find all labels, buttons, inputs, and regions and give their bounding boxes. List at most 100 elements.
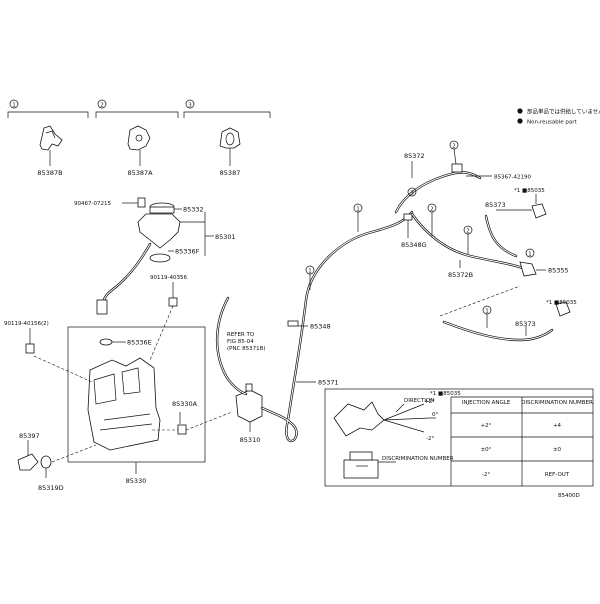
label-90119-40356: 90119-40356	[150, 275, 187, 281]
bolt-icon	[168, 297, 178, 307]
inlet-assembly: 90467-07215 85332 85301 85336F	[74, 197, 236, 315]
hose-85372B	[410, 212, 530, 272]
check-valve-icon	[519, 261, 537, 277]
label-85310: 85310	[240, 436, 261, 444]
joint-icon	[287, 320, 299, 327]
upper-hose: 85372 2 85367-42190 3 85348G 2 2 85372B …	[394, 140, 569, 279]
table-header-discrimination: DISCRIMINATION NUMBER	[521, 400, 593, 406]
grommet-icon	[177, 424, 187, 435]
part-label-85387B: 85387B	[37, 169, 62, 177]
table-header-injection-angle: INJECTION ANGLE	[462, 400, 511, 406]
callout-2: 2	[430, 207, 434, 213]
hose-85371	[260, 210, 414, 443]
bolt-icon	[25, 343, 35, 354]
group-number: 3	[188, 103, 192, 109]
joint-icon	[403, 213, 413, 221]
table-cell: +4	[553, 423, 562, 429]
non-reusable-dot-icon	[517, 118, 523, 124]
label-85035-lower: *1 ■85035	[546, 300, 577, 306]
label-85397: 85397	[19, 432, 40, 440]
detail-frame	[324, 388, 594, 487]
callout-circle	[407, 187, 417, 197]
group-bracket	[183, 111, 271, 118]
lower-hose: 1 *1 ■85035 85373	[439, 285, 577, 342]
clip-85387A-icon	[127, 125, 151, 151]
tank-frame	[67, 326, 206, 463]
label-85301: 85301	[215, 233, 236, 241]
group-bracket	[7, 111, 89, 118]
group-number: 1	[12, 103, 16, 109]
callout-1: 1	[485, 309, 489, 315]
group-number: 2	[100, 103, 104, 109]
label-85336E: 85336E	[127, 339, 152, 347]
nozzle-detail-box: *1 ■85035 +2° 0° -2° DIRECTION DISCRIMIN…	[324, 388, 594, 487]
part-label-85387: 85387	[220, 169, 241, 177]
label-85348G: 85348G	[401, 241, 427, 249]
label-90119-40156: 90119-40156(2)	[4, 321, 49, 327]
detail-title: *1 ■85035	[430, 391, 461, 397]
grommet-icon	[99, 338, 113, 346]
label-85355: 85355	[548, 267, 569, 275]
nozzle-bottom-icon	[343, 459, 379, 479]
label-85330: 85330	[126, 477, 147, 485]
group-3: 3 85387	[183, 99, 271, 177]
level-sensor: 85397 85319D	[17, 432, 97, 492]
rear-hose: 85371 85348 1 1	[260, 203, 414, 443]
hose-85373-upper	[484, 214, 518, 258]
filler-neck-icon	[137, 213, 181, 249]
nozzle-icon	[555, 301, 571, 317]
label-85372: 85372	[404, 152, 425, 160]
label-85330A: 85330A	[172, 400, 198, 408]
legend: 部品単品では供給していません Non-reusable part	[517, 108, 600, 126]
callout-3: 3	[410, 191, 414, 197]
tank-body-icon	[87, 357, 161, 451]
clip-85387-icon	[219, 127, 241, 149]
label-85336F: 85336F	[175, 248, 200, 256]
label-85373-lower: 85373	[515, 320, 536, 328]
refer-to-line-3: (PNC 85371B)	[227, 346, 266, 352]
label-85035-upper: *1 ■85035	[514, 188, 545, 194]
label-85371: 85371	[318, 379, 339, 387]
angle-minus: -2°	[426, 436, 434, 442]
hose-85373-lower	[442, 320, 554, 342]
bolts: 90119-40356 90119-40156(2)	[4, 275, 187, 354]
pump-icon	[235, 389, 263, 423]
joint-icon	[451, 163, 463, 173]
clip-85387B-icon	[39, 125, 63, 151]
angle-zero: 0°	[432, 412, 438, 418]
level-sensor-icon	[17, 453, 39, 471]
washer-tank: 85336E 85330A 85330	[33, 305, 206, 485]
callout-1: 1	[528, 252, 532, 258]
label-85372B: 85372B	[448, 271, 473, 279]
callout-circle	[525, 248, 535, 258]
label-85373-upper: 85373	[485, 201, 506, 209]
label-85319D: 85319D	[38, 484, 64, 492]
legend-line-2: Non-reusable part	[527, 120, 577, 126]
label-90467-07215: 90467-07215	[74, 201, 111, 207]
table-cell: ±0°	[481, 447, 492, 453]
clip-icon	[137, 197, 146, 208]
callout-1: 1	[308, 269, 312, 275]
group-1: 1 85387B	[7, 99, 89, 177]
discrimination-label: DISCRIMINATION NUMBER	[382, 456, 454, 462]
direction-label: DIRECTION	[404, 398, 434, 404]
legend-line-1: 部品単品では供給していません	[527, 108, 600, 116]
grommet-icon	[40, 455, 52, 469]
refer-to-line-1: REFER TO	[227, 332, 255, 338]
angle-plus: +2°	[424, 399, 435, 405]
group-number-circle	[185, 99, 195, 109]
table-cell: ±0	[553, 447, 562, 453]
washer-pump: 85310 REFER TO FIG 85-04 (PNC 85371B)	[185, 296, 266, 444]
label-85332: 85332	[183, 206, 204, 214]
callout-1: 1	[356, 207, 360, 213]
group-number-circle	[97, 99, 107, 109]
table-cell: +2°	[481, 423, 492, 429]
part-label-85387A: 85387A	[127, 169, 153, 177]
group-2: 2 85387A	[95, 99, 179, 177]
non-serviceable-dot-icon	[517, 108, 523, 114]
callout-2: 2	[466, 229, 470, 235]
diagram-code: 85400D	[558, 493, 580, 499]
refer-to-line-2: FIG 85-04	[227, 339, 254, 345]
